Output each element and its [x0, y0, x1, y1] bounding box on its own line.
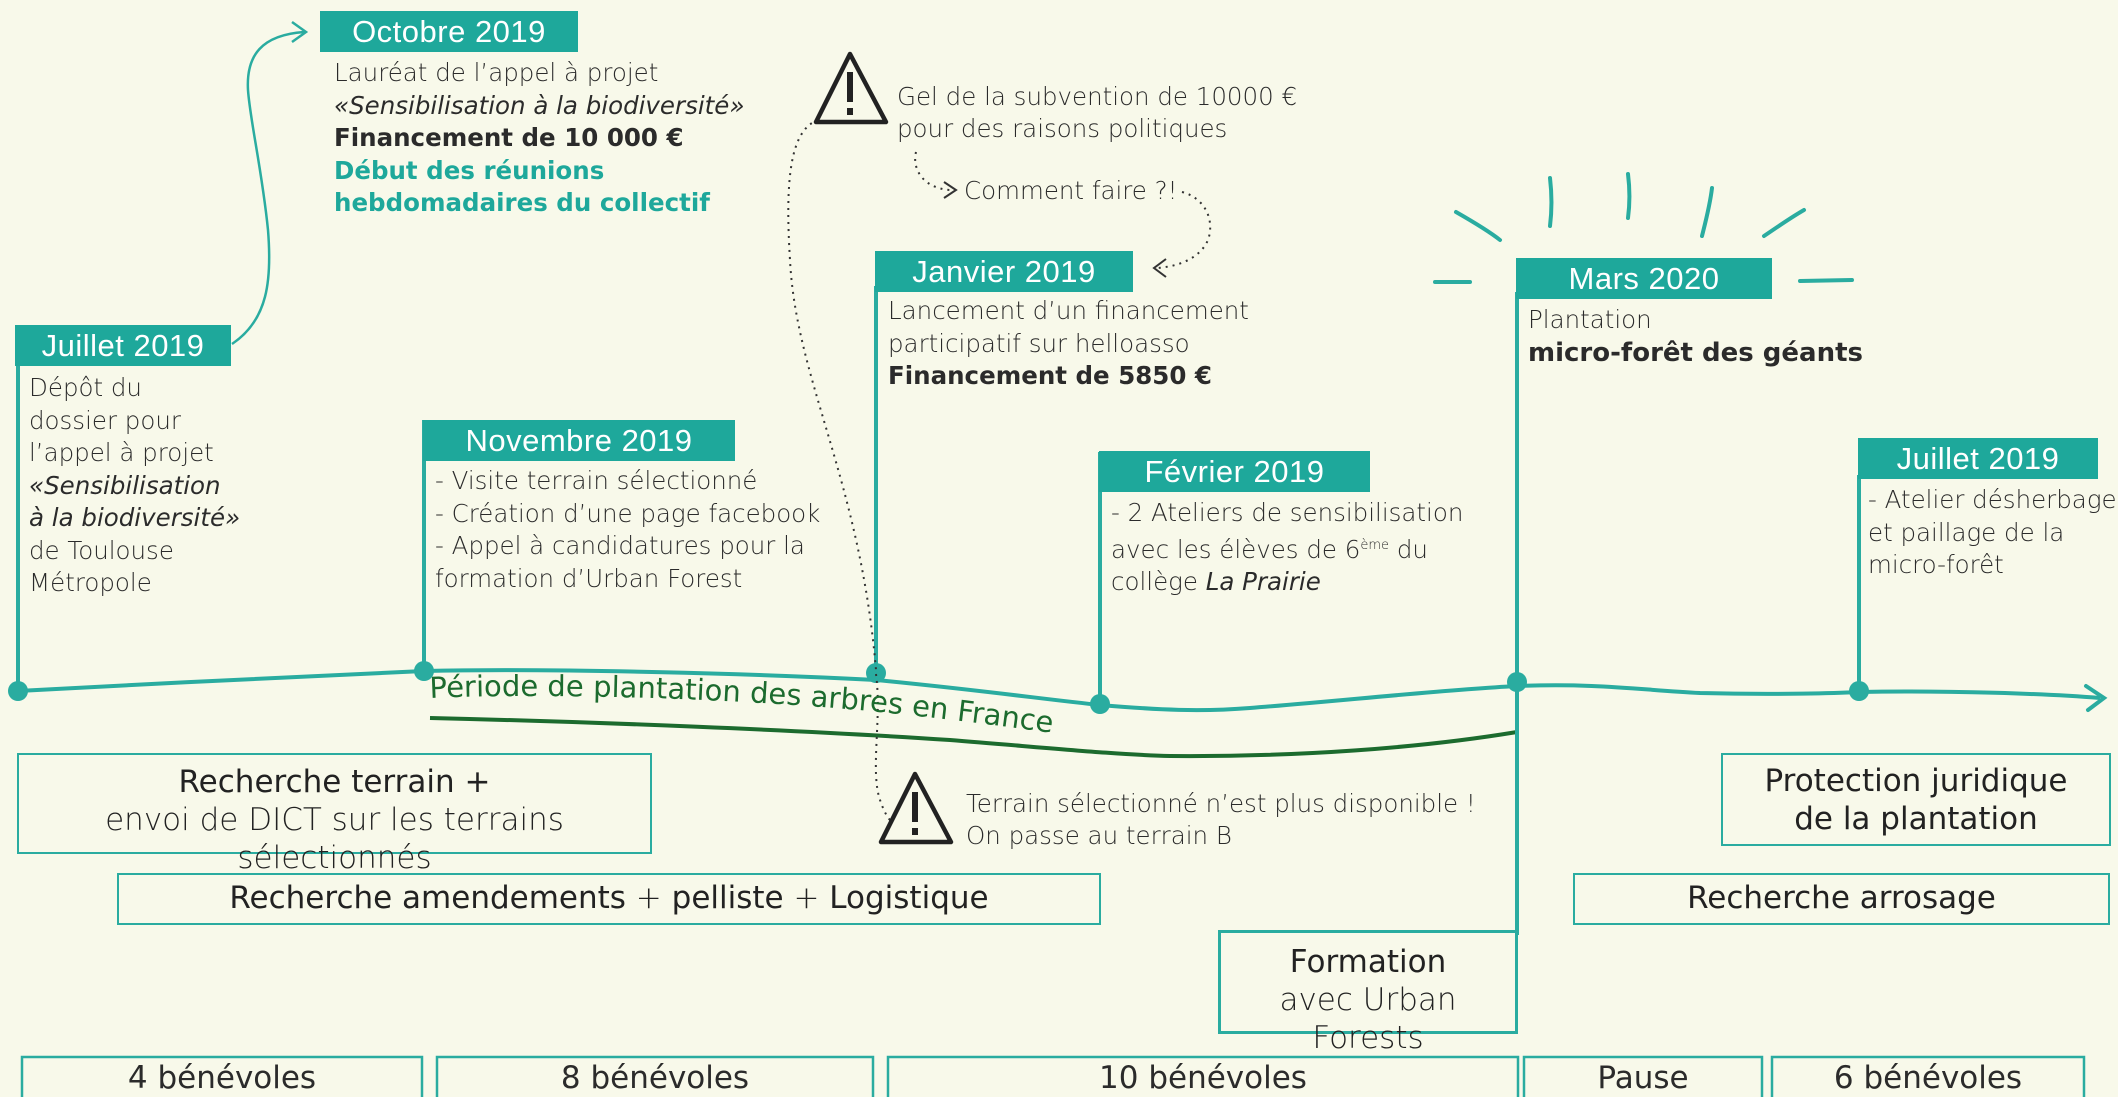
- tag-juillet-2019-b: Juillet 2019: [1858, 438, 2098, 479]
- task-amendements: Recherche amendements + pelliste + Logis…: [117, 873, 1101, 925]
- warning-icon: [878, 771, 954, 845]
- volunteer-brackets: [20, 1055, 2086, 1097]
- arrow-juillet-octobre: [231, 30, 305, 346]
- arrow-juillet-octobre-head: [291, 20, 309, 44]
- tag-janvier-2019: Janvier 2019: [875, 251, 1133, 292]
- task-recherche-terrain: Recherche terrain + envoi de DICT sur le…: [17, 753, 652, 876]
- task-arrosage: Recherche arrosage: [1573, 873, 2110, 925]
- event-novembre-text: - Visite terrain sélectionné - Création …: [435, 466, 821, 593]
- tag-fevrier-2019: Février 2019: [1099, 451, 1370, 492]
- volunteers-label: 4 bénévoles: [127, 1060, 317, 1096]
- warning-top-text: Gel de la subvention de 10000 € pour des…: [897, 82, 1298, 143]
- dotted-comment-head: [943, 181, 958, 199]
- dot-juillet-a: [8, 681, 28, 701]
- event-octobre-text: Lauréat de l’appel à projet «Sensibilisa…: [334, 58, 745, 217]
- volunteers-label: 8 bénévoles: [560, 1060, 750, 1096]
- timeline-arrowhead: [2084, 684, 2108, 712]
- dot-novembre: [414, 661, 434, 681]
- event-juillet-text: Dépôt du dossier pour l’appel à projet «…: [29, 373, 241, 597]
- tag-juillet-2019: Juillet 2019: [15, 325, 231, 366]
- volunteers-label: Pause: [1597, 1060, 1689, 1096]
- event-janvier-text: Lancement d’un financement participatif …: [888, 296, 1249, 390]
- warning-followup: Comment faire ?!: [964, 176, 1178, 205]
- event-juillet-b-text: - Atelier désherbage et paillage de la m…: [1868, 485, 2117, 579]
- task-formation: Formation avec Urban Forests: [1218, 930, 1518, 1056]
- event-fevrier-text: - 2 Ateliers de sensibilisation avec les…: [1111, 498, 1464, 597]
- dot-mars: [1507, 672, 1527, 692]
- volunteers-label: 10 bénévoles: [1099, 1060, 1307, 1096]
- warning-icon: [813, 51, 889, 125]
- tag-octobre-2019: Octobre 2019: [320, 11, 578, 52]
- timeline-line: [17, 668, 2101, 713]
- dot-janvier: [866, 663, 886, 683]
- volunteers-label: 6 bénévoles: [1833, 1060, 2023, 1096]
- warning-bottom-text: Terrain sélectionné n’est plus disponibl…: [966, 789, 1476, 850]
- task-protection: Protection juridique de la plantation: [1721, 753, 2111, 846]
- dot-fevrier: [1090, 694, 1110, 714]
- tag-novembre-2019: Novembre 2019: [423, 420, 735, 461]
- dot-juillet-b: [1849, 681, 1869, 701]
- dotted-to-comment: [914, 151, 951, 191]
- tag-mars-2020: Mars 2020: [1516, 258, 1772, 299]
- event-mars-text: Plantation micro-forêt des géants: [1528, 305, 1863, 368]
- dotted-janvier-head: [1152, 258, 1167, 278]
- period-line: [429, 716, 1518, 759]
- highlight-rays: [1433, 172, 1854, 284]
